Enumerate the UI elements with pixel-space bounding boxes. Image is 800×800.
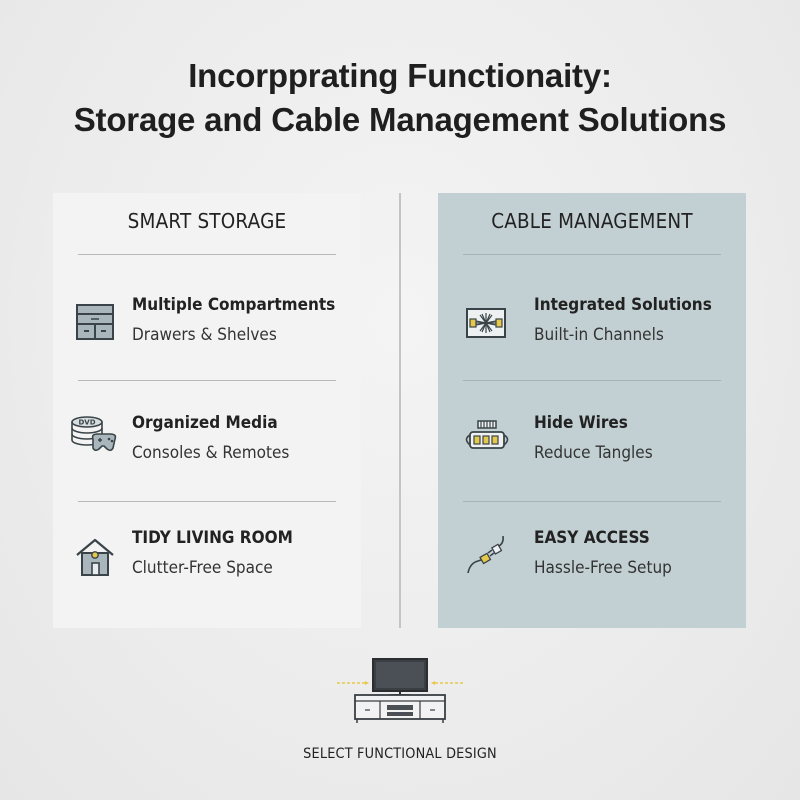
- item-label: Integrated Solutions: [534, 295, 712, 315]
- smart-storage-heading: SMART STORAGE: [127, 209, 287, 233]
- dvd-gamepad-icon: DVD: [69, 413, 121, 457]
- item-subtext: Consoles & Remotes: [132, 443, 290, 463]
- divider: [463, 501, 721, 502]
- item-label: Hide Wires: [534, 413, 628, 433]
- divider: [78, 380, 336, 381]
- center-divider: [399, 193, 401, 628]
- divider: [78, 501, 336, 502]
- house-icon: [73, 535, 117, 579]
- dvd-text: DVD: [78, 419, 95, 427]
- plug-cable-icon: [464, 533, 508, 577]
- item-subtext: Clutter-Free Space: [132, 558, 273, 578]
- item-label: EASY ACCESS: [534, 528, 650, 548]
- tv-stand-icon: [335, 655, 465, 725]
- cable-management-panel: CABLE MANAGEMENT Integrated Solu: [438, 193, 746, 628]
- list-item-multiple-compartments: Multiple Compartments Drawers & Shelves: [53, 295, 361, 381]
- power-strip-icon: [462, 415, 512, 459]
- title-line-1: Incorpprating Functionaity:: [188, 57, 612, 94]
- cable-management-heading: CABLE MANAGEMENT: [491, 209, 693, 233]
- list-item-integrated-solutions: Integrated Solutions Built-in Channels: [438, 295, 746, 381]
- footer-caption: SELECT FUNCTIONAL DESIGN: [303, 746, 497, 762]
- item-subtext: Built-in Channels: [534, 325, 664, 345]
- item-subtext: Hassle-Free Setup: [534, 558, 672, 578]
- item-label: TIDY LIVING ROOM: [132, 528, 293, 548]
- item-label: Multiple Compartments: [132, 295, 336, 315]
- divider: [78, 254, 336, 255]
- list-item-easy-access: EASY ACCESS Hassle-Free Setup: [438, 528, 746, 613]
- list-item-hide-wires: Hide Wires Reduce Tangles: [438, 413, 746, 499]
- list-item-tidy-living-room: TIDY LIVING ROOM Clutter-Free Space: [53, 528, 361, 613]
- list-item-organized-media: DVD Organized Media Consoles & Remotes: [53, 413, 361, 499]
- divider: [463, 254, 721, 255]
- smart-storage-panel: SMART STORAGE Multiple Compartments Draw…: [53, 193, 361, 628]
- title-line-2: Storage and Cable Management Solutions: [73, 101, 727, 138]
- item-subtext: Reduce Tangles: [534, 443, 653, 463]
- cable-channel-icon: [464, 303, 508, 347]
- page-title: Incorpprating Functionaity: Storage and …: [0, 54, 800, 142]
- divider: [463, 380, 721, 381]
- item-label: Organized Media: [132, 413, 278, 433]
- item-subtext: Drawers & Shelves: [132, 325, 277, 345]
- drawer-shelf-icon: [73, 301, 117, 345]
